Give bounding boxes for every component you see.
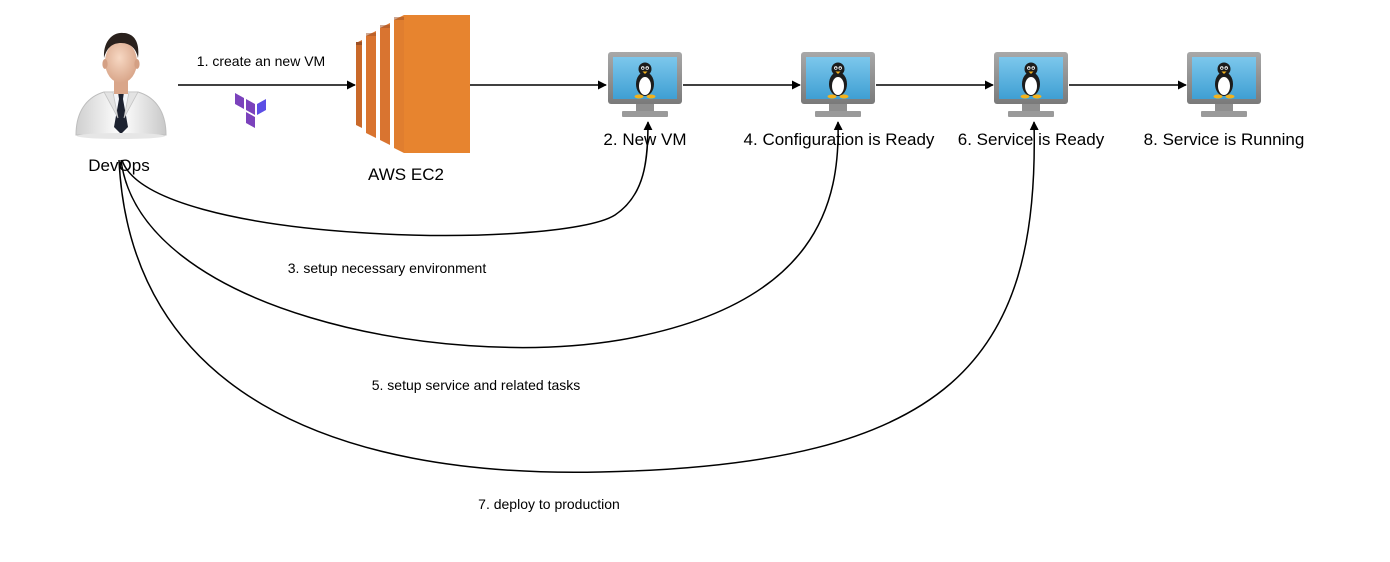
linux-vm-icon (608, 52, 682, 117)
linux-vm-icon (801, 52, 875, 117)
arrow-setup-service (120, 121, 843, 349)
vm-service-running-label: 8. Service is Running (1144, 130, 1305, 149)
arrow-deploy (118, 121, 1039, 474)
edge-label-deploy: 7. deploy to production (478, 496, 620, 512)
edge-label-setup-environment: 3. setup necessary environment (288, 260, 487, 276)
devops-person-icon (75, 32, 167, 139)
arrow-setup-environment (121, 121, 653, 237)
vm-configuration-ready-label: 4. Configuration is Ready (744, 130, 935, 149)
aws-ec2-icon (356, 15, 470, 153)
vm-service-ready-label: 6. Service is Ready (958, 130, 1105, 149)
vm-new-label: 2. New VM (603, 130, 686, 149)
aws-ec2-label: AWS EC2 (368, 165, 444, 184)
edge-label-create-vm: 1. create an new VM (197, 53, 325, 69)
linux-vm-icon (994, 52, 1068, 117)
edge-label-setup-service: 5. setup service and related tasks (372, 377, 581, 393)
linux-vm-icon (1187, 52, 1261, 117)
terraform-icon (235, 93, 266, 128)
